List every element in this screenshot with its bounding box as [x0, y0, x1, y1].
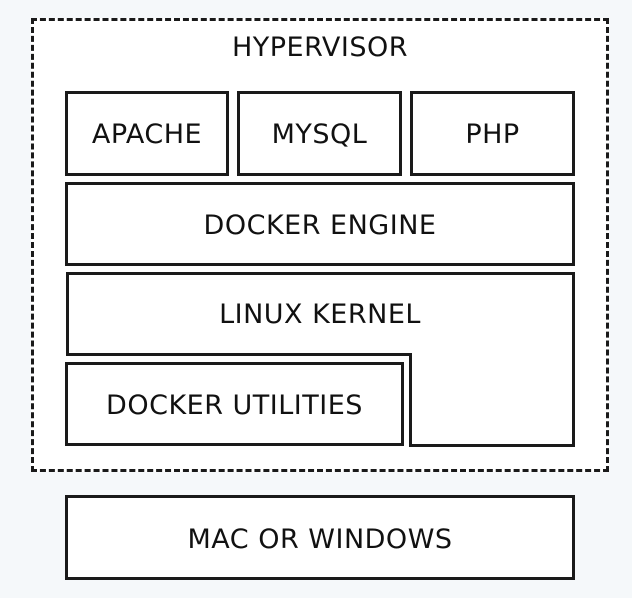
host-os-label: MAC OR WINDOWS: [187, 524, 453, 555]
linux-kernel-label: LINUX KERNEL: [219, 299, 421, 330]
mysql-label: MYSQL: [271, 119, 368, 150]
apache-label: APACHE: [91, 119, 203, 150]
php-box: PHP: [410, 91, 575, 176]
host-os-box: MAC OR WINDOWS: [65, 495, 575, 580]
hypervisor-label: HYPERVISOR: [231, 32, 408, 63]
docker-utilities-label: DOCKER UTILITIES: [106, 390, 363, 421]
docker-engine-box: DOCKER ENGINE: [65, 182, 575, 266]
apache-box: APACHE: [65, 91, 229, 176]
docker-utilities-box: DOCKER UTILITIES: [65, 362, 404, 446]
docker-engine-label: DOCKER ENGINE: [203, 210, 437, 241]
php-label: PHP: [465, 119, 520, 150]
mysql-box: MYSQL: [237, 91, 402, 176]
